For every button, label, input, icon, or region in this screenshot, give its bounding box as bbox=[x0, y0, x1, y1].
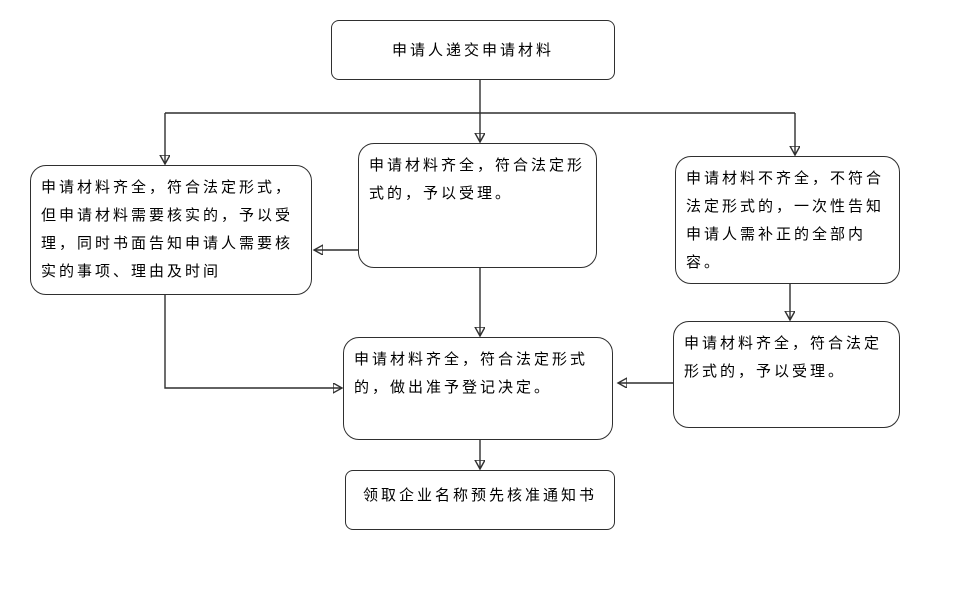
flow-node-submit-application: 申请人递交申请材料 bbox=[331, 20, 615, 80]
flow-node-accept-complete-label: 申请材料齐全，符合法定形式的，予以受理。 bbox=[369, 156, 586, 202]
flow-node-incomplete-notify: 申请材料不齐全，不符合法定形式的，一次性告知申请人需补正的全部内容。 bbox=[675, 156, 900, 284]
flow-node-accept-after-supplement-label: 申请材料齐全，符合法定形式的，予以受理。 bbox=[684, 334, 883, 380]
flow-node-needs-verification-label: 申请材料齐全，符合法定形式，但申请材料需要核实的，予以受理，同时书面告知申请人需… bbox=[41, 178, 294, 280]
flow-node-receive-notice: 领取企业名称预先核准通知书 bbox=[345, 470, 615, 530]
flow-node-accept-after-supplement: 申请材料齐全，符合法定形式的，予以受理。 bbox=[673, 321, 900, 428]
flow-node-incomplete-notify-label: 申请材料不齐全，不符合法定形式的，一次性告知申请人需补正的全部内容。 bbox=[686, 169, 885, 271]
flow-node-approval-decision: 申请材料齐全，符合法定形式的，做出准予登记决定。 bbox=[343, 337, 613, 440]
flow-node-submit-application-label: 申请人递交申请材料 bbox=[391, 41, 554, 59]
connector-needs-verification-to-approval bbox=[164, 295, 341, 388]
flow-node-needs-verification: 申请材料齐全，符合法定形式，但申请材料需要核实的，予以受理，同时书面告知申请人需… bbox=[30, 165, 312, 295]
flow-node-receive-notice-label: 领取企业名称预先核准通知书 bbox=[362, 486, 597, 504]
flow-node-accept-complete: 申请材料齐全，符合法定形式的，予以受理。 bbox=[358, 143, 597, 268]
flow-node-approval-decision-label: 申请材料齐全，符合法定形式的，做出准予登记决定。 bbox=[354, 350, 589, 396]
